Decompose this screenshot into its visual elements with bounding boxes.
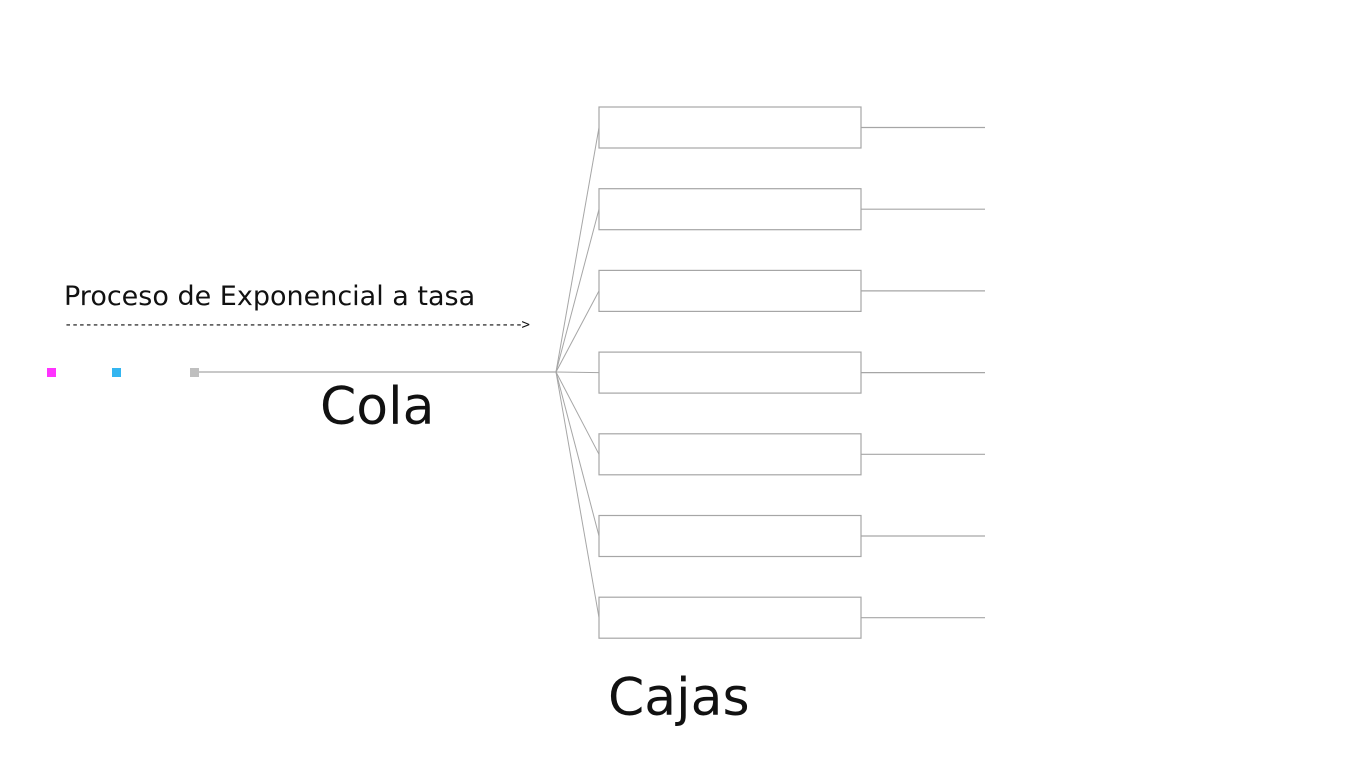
- dispatch-line: [555, 127, 600, 373]
- customer-gray: [190, 368, 199, 377]
- server-box: [598, 269, 862, 312]
- dispatch-line: [555, 209, 600, 373]
- exit-lines: [861, 126, 985, 619]
- queue-label: Cola: [320, 377, 435, 437]
- customer-magenta: [47, 368, 56, 377]
- server-box: [598, 514, 862, 558]
- server-box: [598, 351, 862, 394]
- dispatch-lines: [555, 127, 600, 618]
- arrival-arrow: ----------------------------------------…: [64, 317, 530, 333]
- dispatch-line: [555, 290, 600, 373]
- server-box: [598, 433, 862, 476]
- server-box: [598, 188, 862, 231]
- server-box: [598, 106, 862, 149]
- customer-blue: [112, 368, 121, 377]
- dispatch-line: [555, 371, 600, 618]
- server-boxes: [598, 106, 862, 639]
- dispatch-line: [555, 371, 600, 455]
- server-box: [598, 596, 862, 639]
- dispatch-line: [555, 371, 600, 537]
- servers-label: Cajas: [608, 668, 750, 728]
- dispatch-line: [555, 371, 600, 374]
- arrival-process-label: Proceso de Exponencial a tasa: [64, 281, 476, 312]
